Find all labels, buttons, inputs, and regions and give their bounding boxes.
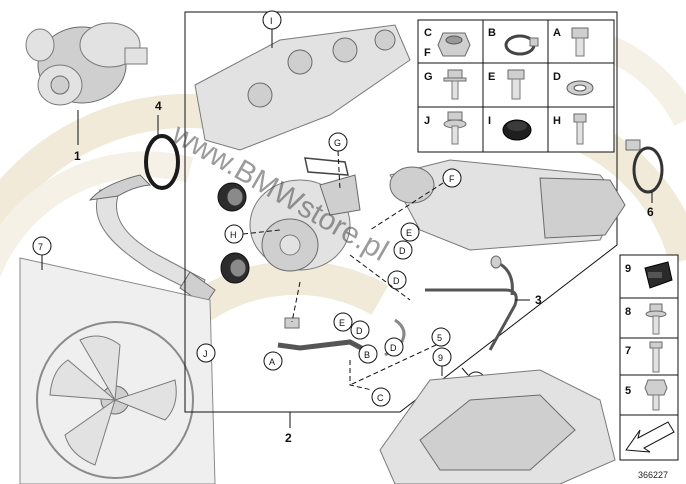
flange-bolt-icon — [443, 69, 467, 100]
seal-ring-lower — [220, 252, 250, 284]
label-5: 5 — [437, 333, 442, 343]
legend-label-E: E — [488, 71, 495, 83]
label-circle-A — [263, 351, 283, 371]
label-circle-E2 — [333, 312, 353, 332]
label-9: 9 — [438, 353, 443, 363]
legend-label-C: C — [424, 27, 432, 39]
dash-line-H — [242, 229, 281, 235]
label-circle-D4 — [384, 337, 404, 357]
legend-label-J: J — [424, 115, 430, 127]
legend-label-I: I — [488, 115, 491, 127]
legend-label-D: D — [553, 71, 561, 83]
side-label-9: 9 — [625, 263, 631, 275]
callout-4: 4 — [155, 99, 162, 113]
side-label-7: 7 — [625, 345, 631, 357]
sealing-washer-icon — [566, 80, 594, 96]
label-circle-D2 — [387, 270, 407, 290]
legend-label-G: G — [424, 71, 433, 83]
exhaust-manifold-part — [194, 24, 411, 151]
label-circle-F — [442, 168, 462, 188]
label-I: I — [270, 16, 273, 26]
turbo-core-part — [249, 174, 361, 272]
hose-clamp-icon — [504, 34, 539, 56]
dash-line-G — [337, 150, 341, 191]
dash-line-oil — [291, 281, 301, 323]
label-E1: E — [406, 228, 412, 238]
label-A: A — [269, 357, 275, 367]
label-C: C — [377, 393, 384, 403]
rubber-mount-icon — [644, 261, 673, 289]
label-B: B — [364, 350, 370, 360]
legend-label-H: H — [553, 115, 561, 127]
callout-2: 2 — [285, 431, 292, 445]
side-parts-panel: 9 8 7 5 — [619, 254, 679, 461]
clamp-part — [625, 139, 664, 194]
assembly-frame-2 — [184, 11, 618, 413]
legend-label-F: F — [424, 47, 431, 59]
side-label-8: 8 — [625, 306, 631, 318]
legend-label-B: B — [488, 27, 496, 39]
hex-nut-icon — [437, 32, 471, 57]
fastener-legend-grid: C F B A G E D — [417, 19, 615, 153]
heat-shield-part — [379, 369, 616, 484]
dash-line-D — [349, 254, 411, 301]
label-circle-B — [358, 344, 378, 364]
label-circle-D1 — [393, 240, 413, 260]
gasket-part-G — [304, 157, 349, 176]
label-circle-5 — [431, 327, 451, 347]
catalytic-converter-part — [389, 159, 626, 251]
label-J: J — [203, 349, 208, 359]
gasket-ring-part — [144, 134, 180, 190]
label-D3: D — [356, 326, 363, 336]
callout-6: 6 — [647, 205, 654, 219]
stud-bolt-icon — [573, 113, 587, 145]
bolt-with-washer-icon — [443, 111, 467, 145]
label-E2: E — [339, 318, 345, 328]
label-circle-C — [371, 387, 391, 407]
label-F: F — [449, 174, 455, 184]
callout-3: 3 — [535, 293, 542, 307]
collar-bolt-icon — [645, 303, 667, 335]
long-bolt-icon — [649, 341, 663, 373]
dash-line-F — [369, 182, 444, 231]
radiator-fan-part — [19, 257, 216, 484]
label-circle-D3 — [350, 320, 370, 340]
label-circle-E1 — [400, 222, 420, 242]
direction-arrow-icon — [625, 421, 675, 453]
hex-bolt-icon — [571, 27, 589, 57]
sealing-cap-icon — [502, 119, 532, 141]
seal-ring-upper — [217, 182, 247, 212]
label-D4: D — [390, 343, 397, 353]
leader-line-8 — [461, 367, 469, 376]
banjo-bolt-icon — [507, 69, 525, 100]
label-circle-J — [196, 343, 216, 363]
diagram-reference-number: 366227 — [638, 470, 668, 480]
dash-line-C — [349, 360, 373, 391]
turbocharger-part — [25, 22, 148, 106]
short-hex-bolt-icon — [644, 379, 668, 411]
label-7: 7 — [38, 242, 43, 252]
label-D1: D — [399, 246, 406, 256]
callout-1: 1 — [74, 149, 81, 163]
side-label-5: 5 — [625, 385, 631, 397]
label-H: H — [230, 230, 237, 240]
oil-return-pipe-part — [425, 255, 518, 351]
legend-label-A: A — [553, 27, 561, 39]
label-G: G — [334, 138, 341, 148]
label-D2: D — [393, 276, 400, 286]
